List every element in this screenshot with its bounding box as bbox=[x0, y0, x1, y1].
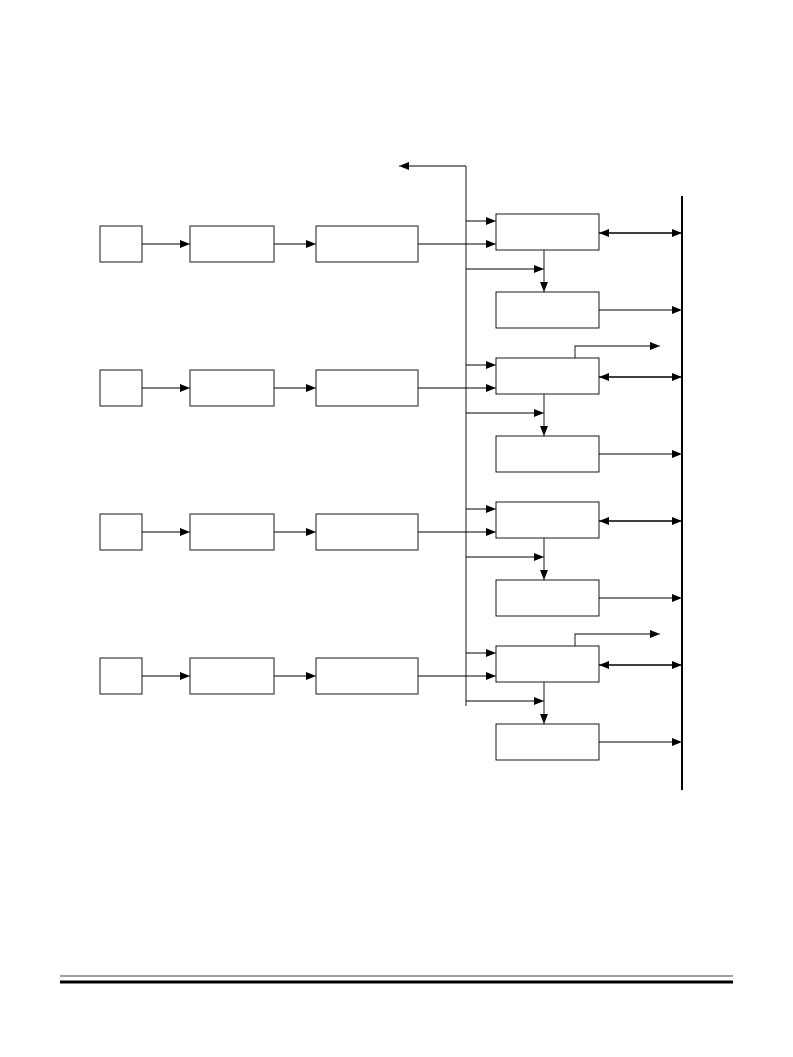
stage1-box-3 bbox=[189, 513, 275, 551]
input-box-2 bbox=[99, 369, 143, 407]
spur-output-arrow-2 bbox=[574, 342, 660, 358]
spur-output-arrow-4 bbox=[574, 630, 660, 646]
stage1-box-2 bbox=[189, 369, 275, 407]
input-box-4 bbox=[99, 657, 143, 695]
output-box-3 bbox=[495, 579, 600, 617]
output-box-1 bbox=[495, 291, 600, 329]
input-box-3 bbox=[99, 513, 143, 551]
stage1-box-1 bbox=[189, 225, 275, 263]
input-box-1 bbox=[99, 225, 143, 263]
output-box-2 bbox=[495, 435, 600, 473]
output-box-4 bbox=[495, 723, 600, 761]
controller-box-4 bbox=[495, 645, 600, 683]
stage2-box-3 bbox=[315, 513, 419, 551]
controller-box-2 bbox=[495, 357, 600, 395]
controller-box-3 bbox=[495, 501, 600, 539]
stage2-box-1 bbox=[315, 225, 419, 263]
stage2-box-4 bbox=[315, 657, 419, 695]
